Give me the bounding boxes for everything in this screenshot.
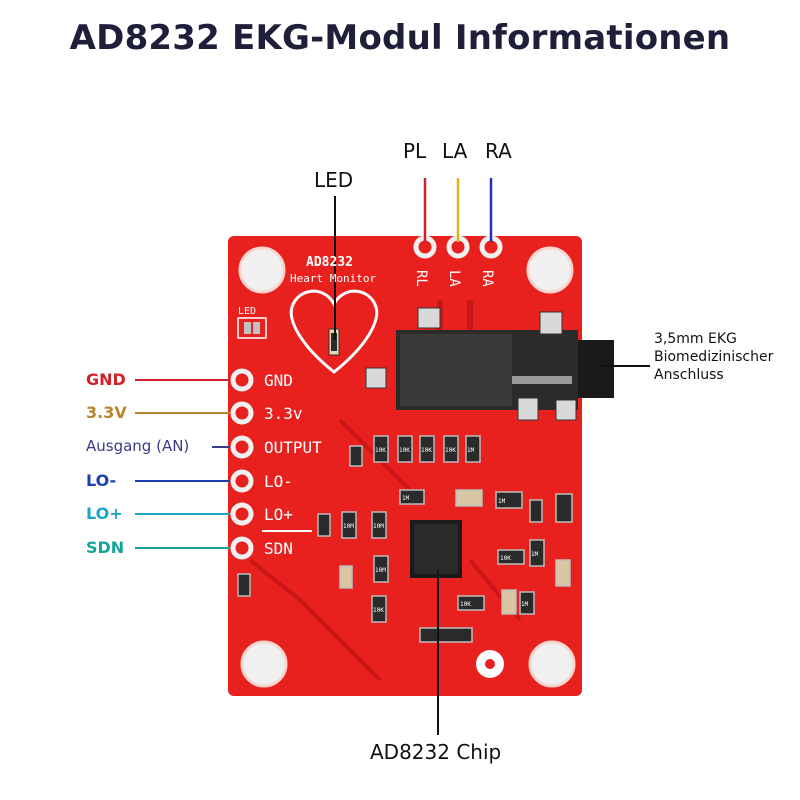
- pin-label-output: Ausgang (AN): [86, 437, 190, 455]
- silk-pin: SDN: [264, 539, 293, 558]
- board-name: AD8232: [306, 255, 353, 270]
- smd-code: 10K: [375, 447, 386, 454]
- silk-pin: LO+: [264, 505, 293, 524]
- smd-code: 10K: [500, 555, 511, 562]
- pin-label-lo-plus: LO+: [86, 504, 123, 523]
- mounting-hole: [238, 246, 286, 294]
- silk-top-pin: RL: [413, 270, 429, 287]
- audio-jack: [365, 307, 614, 421]
- smd-code: 10M: [373, 523, 384, 530]
- pin-label-3v3: 3.3V: [86, 403, 127, 422]
- ad8232-chip: [410, 520, 462, 578]
- smd-code: 10K: [421, 447, 432, 454]
- silk-top-pin: RA: [479, 270, 495, 287]
- smd-code: 10M: [375, 567, 386, 574]
- jack-line: Biomedizinischer: [654, 349, 774, 365]
- smd-code: 1M: [402, 495, 410, 502]
- silk-top-pin: LA: [446, 270, 462, 287]
- pin-header-left: [230, 368, 254, 560]
- smd-code: 1M: [531, 551, 539, 558]
- jack-line: Anschluss: [654, 367, 724, 383]
- label-la: LA: [442, 139, 468, 163]
- smd-code: 10K: [373, 607, 384, 614]
- smd-code: 10K: [445, 447, 456, 454]
- silk-pin: OUTPUT: [264, 438, 322, 457]
- label-led: LED: [314, 168, 354, 192]
- smd-code: 1M: [467, 447, 475, 454]
- label-pl: PL: [403, 139, 427, 163]
- pcb-board: [228, 236, 582, 696]
- jack-line: 3,5mm EKG: [654, 331, 737, 347]
- smd-code: 1M: [521, 601, 529, 608]
- page-title: AD8232 EKG-Modul Informationen: [69, 18, 731, 58]
- pin-label-gnd: GND: [86, 370, 126, 389]
- smd-code: 10M: [343, 523, 354, 530]
- label-ra: RA: [485, 139, 512, 163]
- smd-code: 10K: [460, 601, 471, 608]
- mounting-hole: [240, 640, 288, 688]
- silk-pin: 3.3v: [264, 404, 303, 423]
- pin-label-lo-minus: LO-: [86, 471, 117, 490]
- mounting-hole: [526, 246, 574, 294]
- label-jack: 3,5mm EKG Biomedizinischer Anschluss: [654, 330, 773, 384]
- smd-components: [237, 435, 573, 643]
- led-silk: LED: [238, 306, 256, 317]
- silk-pin: GND: [264, 371, 293, 390]
- silk-pin: LO-: [264, 472, 293, 491]
- label-chip: AD8232 Chip: [370, 740, 502, 764]
- pin-label-sdn: SDN: [86, 538, 125, 557]
- smd-code: 10K: [399, 447, 410, 454]
- smd-code: 1M: [498, 498, 506, 505]
- mounting-hole: [528, 640, 576, 688]
- board-subtitle: Heart Monitor: [290, 272, 376, 285]
